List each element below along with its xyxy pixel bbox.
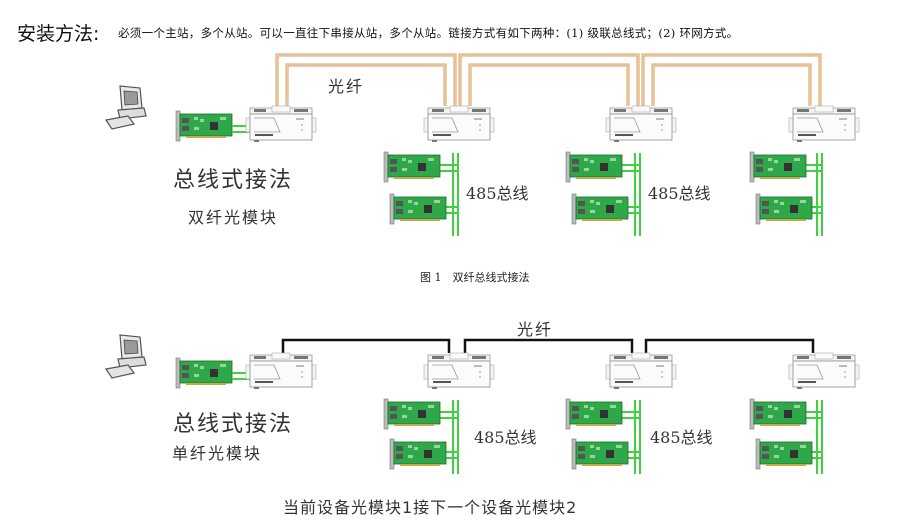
computer-icon — [105, 85, 147, 130]
slave-converter-icon — [605, 105, 677, 143]
figure2-module-label: 单纤光模块 — [172, 444, 263, 463]
slave-card-icon — [571, 193, 629, 225]
slave-card-icon — [755, 193, 813, 225]
figure1-bus-label-1: 485总线 — [466, 184, 529, 203]
master-converter-icon — [245, 105, 317, 143]
figure1-fiber-label: 光纤 — [328, 77, 365, 96]
slave-card-icon — [565, 151, 623, 183]
computer-icon — [105, 334, 147, 379]
intro-text: 必须一个主站，多个从站。可以一直往下串接从站，多个从站。链接方式有如下两种：(1… — [118, 26, 739, 40]
figure1-bus-label-2: 485总线 — [648, 184, 711, 203]
figure1-caption: 图 1 双纤总线式接法 — [420, 271, 530, 284]
slave-card-icon — [389, 438, 447, 470]
slave-converter-icon — [423, 105, 495, 143]
slave-converter-icon — [788, 352, 860, 390]
master-card-icon — [175, 110, 233, 142]
slave-converter-icon — [788, 105, 860, 143]
slave-card-icon — [749, 151, 807, 183]
figure2-fiber-label: 光纤 — [517, 320, 554, 339]
figure2-bus-label-1: 485总线 — [474, 428, 537, 447]
figure2-caption: 当前设备光模块1接下一个设备光模块2 — [283, 498, 578, 517]
slave-card-icon — [571, 438, 629, 470]
master-converter-icon — [245, 352, 317, 390]
slave-converter-icon — [605, 352, 677, 390]
rs485-bus — [438, 153, 459, 236]
figure1-module-label: 双纤光模块 — [188, 208, 279, 227]
slave-converter-icon — [423, 352, 495, 390]
slave-card-icon — [749, 398, 807, 430]
page-heading: 安装方法: — [17, 23, 100, 45]
slave-card-icon — [383, 151, 441, 183]
figure2-diagram — [105, 334, 860, 474]
rs485-bus — [620, 153, 641, 236]
slave-card-icon — [755, 438, 813, 470]
figure2-bus-label-2: 485总线 — [650, 428, 713, 447]
slave-card-icon — [383, 398, 441, 430]
slave-card-icon — [565, 398, 623, 430]
figure1-diagram — [105, 53, 860, 236]
slave-card-icon — [389, 193, 447, 225]
figure2-fiber-lines — [281, 338, 815, 353]
master-card-icon — [175, 357, 233, 389]
figure1-method-label: 总线式接法 — [173, 168, 294, 193]
figure2-method-label: 总线式接法 — [173, 412, 294, 437]
